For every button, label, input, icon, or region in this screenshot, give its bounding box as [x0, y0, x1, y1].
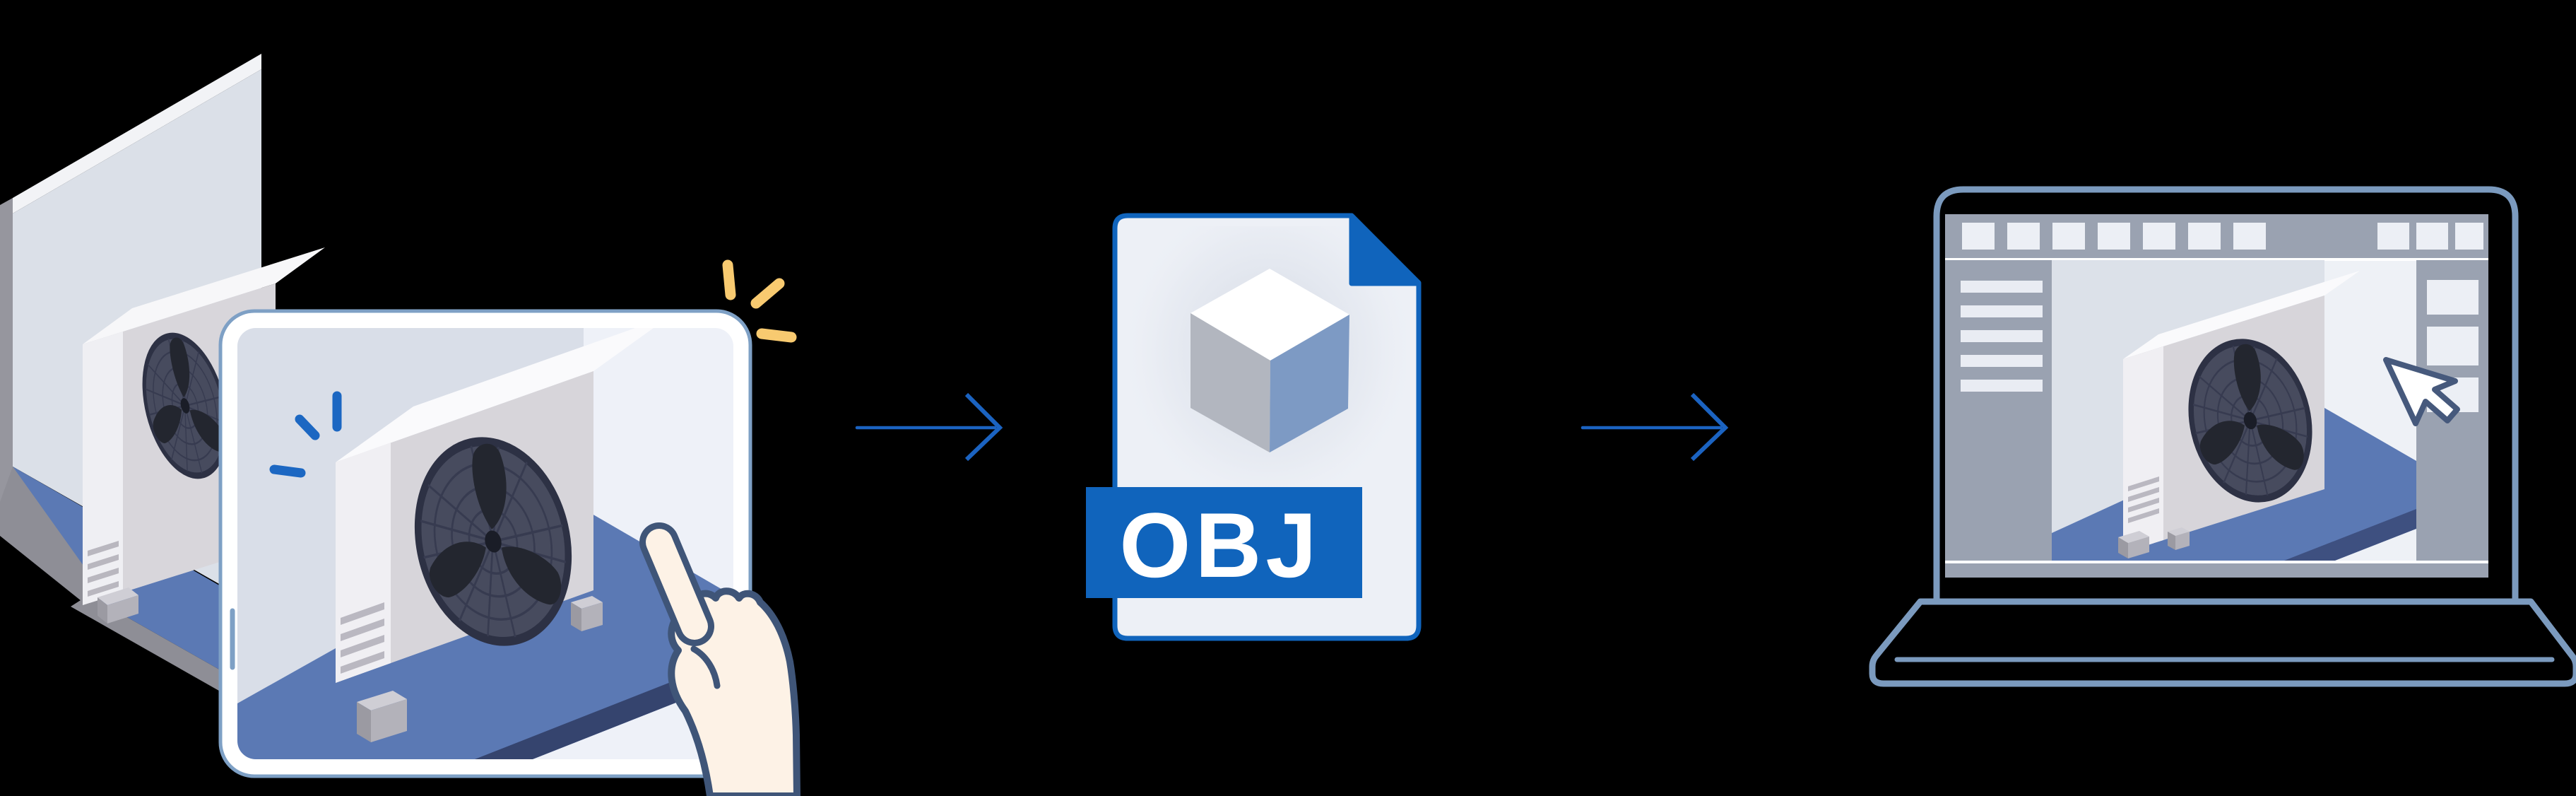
- ac-unit-foot: [98, 587, 138, 624]
- viewport-3d-scene: [2052, 260, 2416, 561]
- laptop-base: [1869, 598, 2576, 687]
- tablet-device-icon: [218, 309, 752, 778]
- ac-unit-foot: [2168, 527, 2190, 550]
- mouse-cursor-icon: [2383, 357, 2460, 426]
- cube-top-face: [1190, 269, 1349, 361]
- ac-unit-foot: [357, 691, 407, 742]
- ac-unit-top-face: [2123, 271, 2360, 359]
- ui-bottom-divider: [1945, 561, 2488, 563]
- obj-file-icon: OBJ: [1086, 213, 1422, 641]
- index-finger: [646, 529, 708, 640]
- ac-unit-top-face: [336, 328, 671, 462]
- tap-sparkle-blue-icons: [269, 391, 342, 478]
- ac-unit-foot: [571, 596, 603, 631]
- vent-slats: [2128, 476, 2159, 523]
- cube-right-face: [1270, 315, 1349, 452]
- vent-slats: [88, 541, 119, 597]
- ac-outdoor-unit-icon: [336, 328, 671, 742]
- toolbar-divider: [1945, 258, 2488, 261]
- laptop-device-icon: [1869, 186, 2576, 687]
- left-sidebar-list-items: [1961, 281, 2043, 392]
- arrow-right-icon: [855, 392, 1003, 462]
- viewport-floor-beyond: [2335, 529, 2416, 561]
- vent-slats: [341, 602, 384, 674]
- ac-outdoor-unit-icon: [2118, 271, 2360, 558]
- cube-left-face: [1190, 313, 1270, 452]
- ac-unit-top-face: [83, 247, 325, 344]
- ac-unit-side-panel: [83, 332, 123, 605]
- floor-slab-left-edge: [0, 467, 105, 607]
- tap-sparkle-yellow-icons: [722, 259, 797, 343]
- folded-corner: [1349, 213, 1422, 286]
- obj-banner-label: OBJ: [1119, 493, 1321, 597]
- wall-top-edge: [13, 54, 261, 213]
- ui-left-sidebar: [1945, 260, 2052, 561]
- wall-side-edge: [0, 198, 13, 508]
- cube-3d-icon: [1190, 269, 1349, 452]
- modeling-software-ui-icon: [1945, 214, 2488, 578]
- obj-banner: [1086, 487, 1362, 598]
- toolbar-buttons: [1962, 223, 2483, 250]
- arrow-right-icon: [1581, 392, 1729, 462]
- ac-unit-foot: [2118, 531, 2149, 558]
- viewport-floor-edge: [2284, 509, 2416, 561]
- tablet-camera-view: [237, 328, 733, 759]
- pointing-hand-icon: [639, 522, 800, 796]
- thumb-crease: [690, 645, 721, 689]
- ui-status-bar: [1945, 563, 2488, 578]
